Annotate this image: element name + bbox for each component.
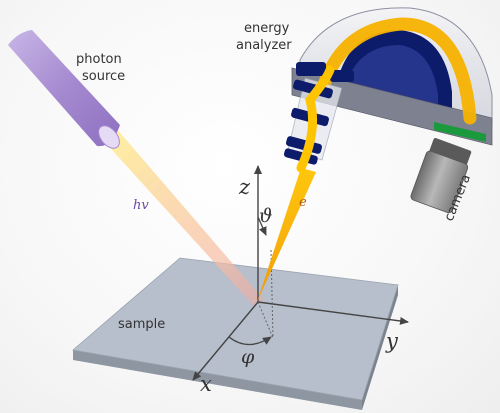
- angle-theta-label: ϑ: [259, 205, 273, 227]
- axis-x-label: x: [200, 372, 212, 396]
- camera-body: [410, 138, 472, 214]
- photon-source-label-line2: source: [82, 69, 125, 84]
- electron-lens-column: [283, 65, 343, 173]
- axis-y-label: y: [385, 329, 399, 353]
- electron-beam: [257, 168, 316, 302]
- energy-analyzer-label-line2: analyzer: [236, 38, 292, 53]
- sample-label: sample: [118, 317, 165, 332]
- angle-phi-label: φ: [241, 346, 255, 368]
- coordinate-axes: [192, 165, 409, 381]
- detector: [434, 122, 486, 142]
- photon-energy-symbol: hv: [133, 198, 149, 213]
- energy-analyzer-label-line1: energy: [244, 21, 290, 36]
- photon-source-label-line1: photon: [76, 52, 122, 67]
- electron-symbol: e: [299, 195, 307, 210]
- energy-analyzer: [291, 7, 493, 146]
- axis-z-label: z: [238, 175, 251, 199]
- photon-beam: [101, 128, 264, 306]
- photon-source-tube: [8, 30, 120, 149]
